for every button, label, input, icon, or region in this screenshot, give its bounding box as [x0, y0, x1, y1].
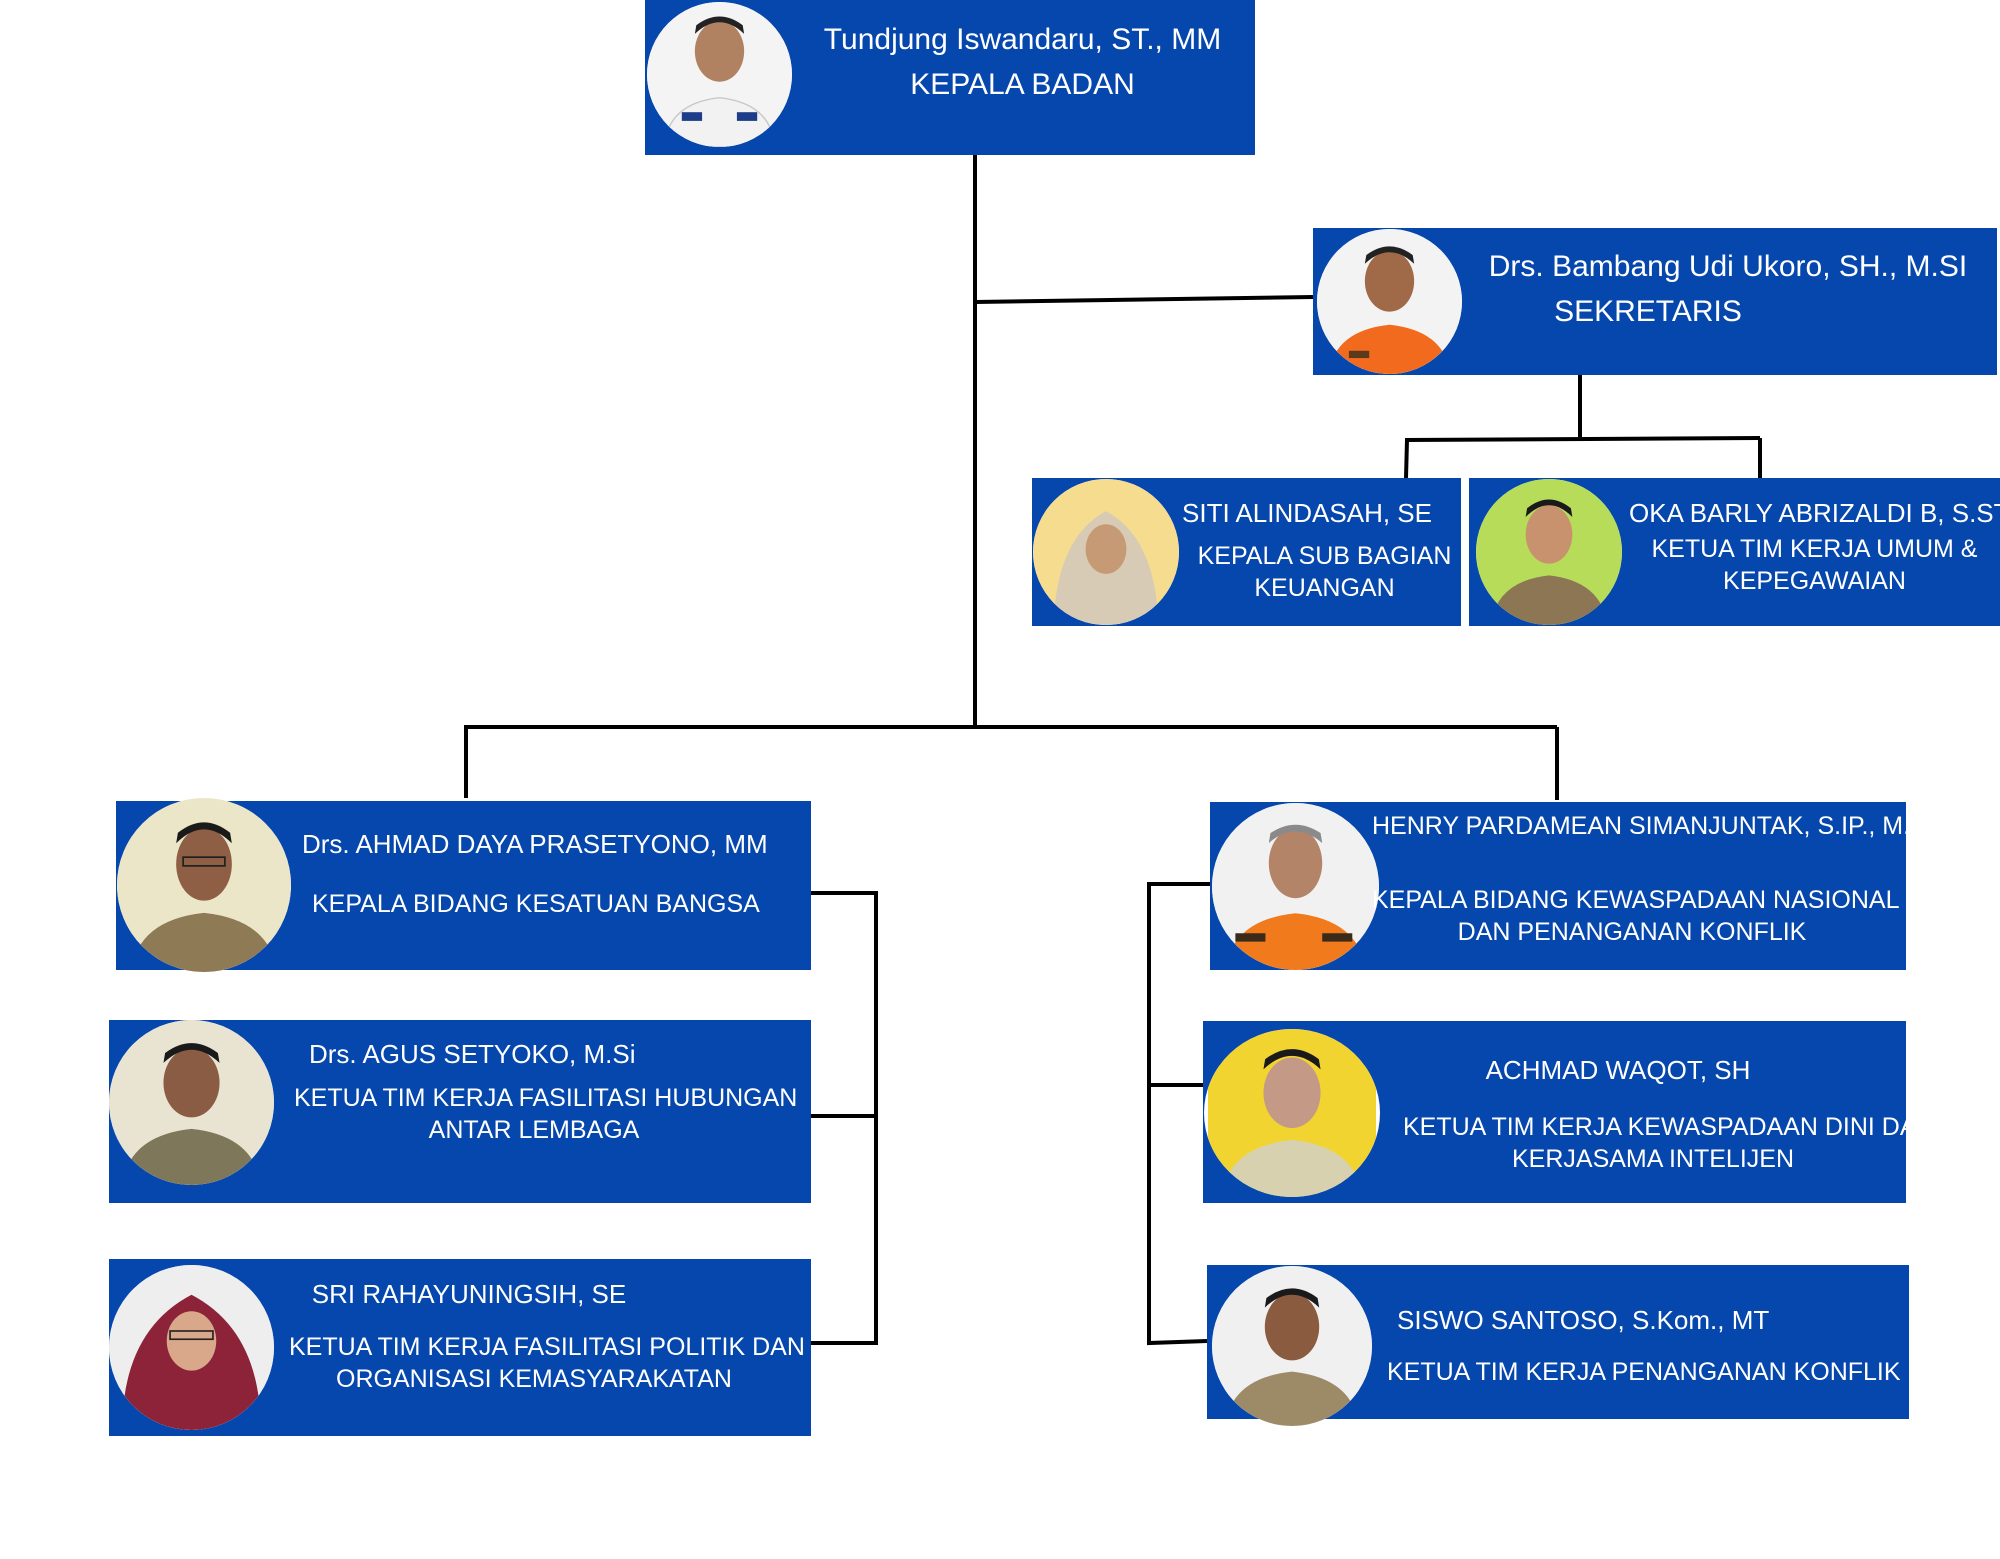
early-warning-name: ACHMAD WAQOT, SH [1485, 1055, 1751, 1085]
general-photo [1476, 479, 1622, 625]
line-secretary-branch [1404, 436, 1761, 442]
early-warning-role-1: KETUA TIM KERJA KEWASPADAAN DINI DAN [1403, 1113, 1935, 1141]
inter-agency-photo [109, 1020, 274, 1185]
finance-role-1: KEPALA SUB BAGIAN [1197, 542, 1452, 570]
conflict-photo [1212, 1266, 1372, 1426]
early-warning-role-2: KERJASAMA INTELIJEN [1511, 1145, 1795, 1173]
unity-head-role: KEPALA BIDANG KESATUAN BANGSA [312, 890, 760, 918]
head-role: KEPALA BADAN [910, 68, 1135, 101]
secretary-name: Drs. Bambang Udi Ukoro, SH., M.SI [1488, 250, 1968, 283]
line-to-finance [1404, 439, 1409, 479]
vigilance-head-box: HENRY PARDAMEAN SIMANJUNTAK, S.IP., M.M … [1210, 802, 1931, 970]
finance-role-2: KEUANGAN [1254, 574, 1395, 602]
head-photo [647, 2, 792, 147]
vigilance-head-photo [1212, 803, 1379, 970]
vigilance-head-role-1: KEPALA BIDANG KEWASPADAAN NASIONAL [1372, 886, 1900, 914]
politics-box: SRI RAHAYUNINGSIH, SE KETUA TIM KERJA FA… [109, 1259, 811, 1436]
unity-head-name: Drs. AHMAD DAYA PRASETYONO, MM [302, 829, 768, 859]
finance-photo [1033, 479, 1179, 625]
finance-name: SITI ALINDASAH, SE [1182, 498, 1432, 528]
secretary-role: SEKRETARIS [1554, 295, 1742, 328]
general-name: OKA BARLY ABRIZALDI B, S.STP [1629, 498, 2000, 528]
early-warning-box: ACHMAD WAQOT, SH KETUA TIM KERJA KEWASPA… [1203, 1021, 1935, 1203]
politics-role-2: ORGANISASI KEMASYARAKATAN [336, 1365, 732, 1393]
unity-head-box: Drs. AHMAD DAYA PRASETYONO, MM KEPALA BI… [116, 798, 811, 972]
inter-agency-role-1: KETUA TIM KERJA FASILITASI HUBUNGAN [294, 1084, 798, 1112]
conflict-role: KETUA TIM KERJA PENANGANAN KONFLIK [1387, 1358, 1901, 1386]
general-box: OKA BARLY ABRIZALDI B, S.STP KETUA TIM K… [1469, 478, 2000, 626]
finance-box: SITI ALINDASAH, SE KEPALA SUB BAGIAN KEU… [1032, 478, 1461, 626]
line-right-bracket [1147, 882, 1210, 1346]
conflict-name: SISWO SANTOSO, S.Kom., MT [1397, 1305, 1770, 1335]
general-role-1: KETUA TIM KERJA UMUM & [1651, 535, 1978, 563]
politics-name: SRI RAHAYUNINGSIH, SE [311, 1279, 627, 1309]
vigilance-head-role-2: DAN PENANGANAN KONFLIK [1457, 918, 1807, 946]
inter-agency-box: Drs. AGUS SETYOKO, M.Si KETUA TIM KERJA … [109, 1020, 811, 1203]
inter-agency-name: Drs. AGUS SETYOKO, M.Si [309, 1039, 636, 1069]
vigilance-head-name: HENRY PARDAMEAN SIMANJUNTAK, S.IP., M.M [1372, 812, 1931, 840]
politics-role-1: KETUA TIM KERJA FASILITASI POLITIK DAN [289, 1333, 805, 1361]
head-name: Tundjung Iswandaru, ST., MM [823, 23, 1222, 56]
inter-agency-role-2: ANTAR LEMBAGA [428, 1116, 640, 1144]
conflict-box: SISWO SANTOSO, S.Kom., MT KETUA TIM KERJ… [1207, 1265, 1909, 1426]
line-trunk-secretary [974, 295, 1314, 304]
general-role-2: KEPEGAWAIAN [1723, 567, 1906, 595]
secretary-box: Drs. Bambang Udi Ukoro, SH., M.SI SEKRET… [1313, 228, 1997, 375]
secretary-photo [1317, 229, 1462, 374]
early-warning-photo [1204, 1029, 1380, 1197]
unity-head-photo [117, 798, 291, 972]
head-box: Tundjung Iswandaru, ST., MM KEPALA BADAN [645, 0, 1255, 155]
politics-photo [109, 1265, 274, 1430]
